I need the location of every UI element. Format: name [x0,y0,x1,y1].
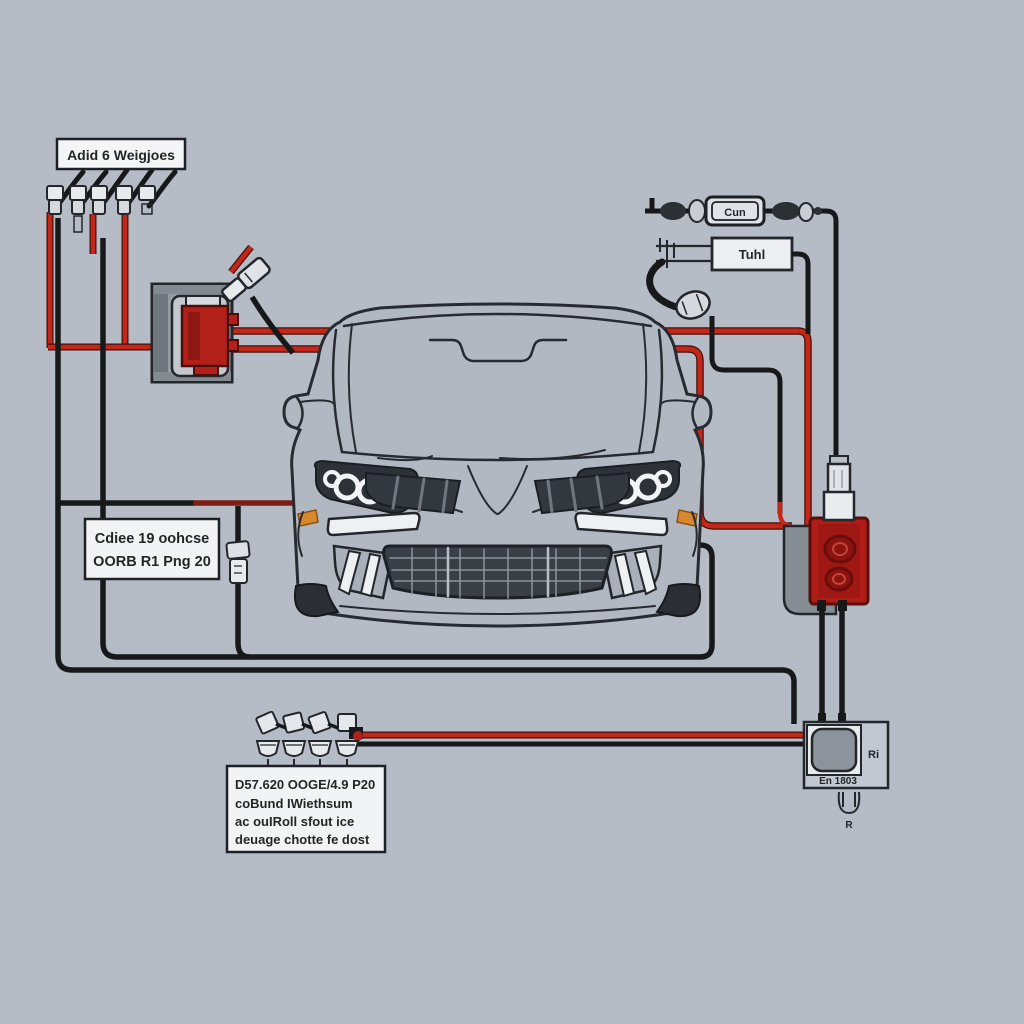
relay-top-connector [822,455,856,522]
top-connector-label: Adid 6 Weigjoes [67,147,175,163]
side-intake-right [601,544,663,600]
junction-box-plug-icon [837,791,861,815]
wire-fuse-lower-out [792,251,811,334]
top-connector-label-box: Adid 6 Weigjoes [55,137,187,171]
bottom-note-line4: deuage chotte fe dost [235,832,370,847]
junction-box-bottom-label: En 1803 [819,776,857,787]
wire-red-connector-tails [46,212,129,348]
mid-connector [675,290,711,320]
bottom-note-line3: ac ouIRoll sfout ice [235,814,354,829]
top-right-fuse-assembly: Cun Tuhl [645,195,839,529]
lower-grille [382,544,613,600]
relay-ground-wires [819,608,845,726]
inline-fuse-large: Tuhl [710,236,794,272]
wire-car-side [709,316,783,514]
car-cowl-line [340,450,655,462]
red-relay-component [782,455,870,726]
connector-blob [660,202,686,220]
wire-fuse-pigtail [646,258,684,312]
left-module [150,244,296,384]
bottom-note-box: D57.620 OOGE/4.9 P20 coBund IWiethsum ac… [225,764,387,854]
wire-fuse-upper [645,198,839,464]
tire-left [294,583,340,618]
junction-box-side-label: Ri [868,749,879,761]
wire-black-main-left [55,218,797,724]
upper-grille-left [365,471,462,515]
left-module-shade [153,285,168,381]
inline-connector [221,256,271,303]
connector-bodies [46,185,156,233]
left-note-line1: Cdiee 19 oohcse [95,531,209,547]
bottom-note-line1: D57.620 OOGE/4.9 P20 [235,777,375,792]
drl-left [326,511,421,537]
bottom-connector-cluster [255,710,846,766]
inline-fuse-small: Cun [704,195,766,227]
junction-box-core [810,727,858,773]
top-left-connector-cluster: Adid 6 Weigjoes [46,137,187,233]
car-sunroof-notch [428,338,568,363]
bottom-connectors [255,710,363,766]
fuse-small-label: Cun [724,207,746,219]
left-note-box: Cdiee 19 oohcse OORB R1 Png 20 [83,517,221,581]
left-note-line2: OORB R1 Png 20 [93,554,211,570]
side-intake-left [332,544,394,600]
car-illustration [282,302,713,628]
junction-box-below-label: R [845,820,853,831]
car-roof-line [342,312,653,328]
bottom-note-line2: coBund IWiethsum [235,796,353,811]
upper-grille-right [533,471,630,515]
wire-red-run-lower [230,345,792,530]
left-inline-connector [225,540,251,584]
tire-right [655,583,701,618]
drl-right [574,511,669,537]
fuse-large-label: Tuhl [739,247,765,262]
junction-box: Ri En 1803 R [802,720,890,831]
